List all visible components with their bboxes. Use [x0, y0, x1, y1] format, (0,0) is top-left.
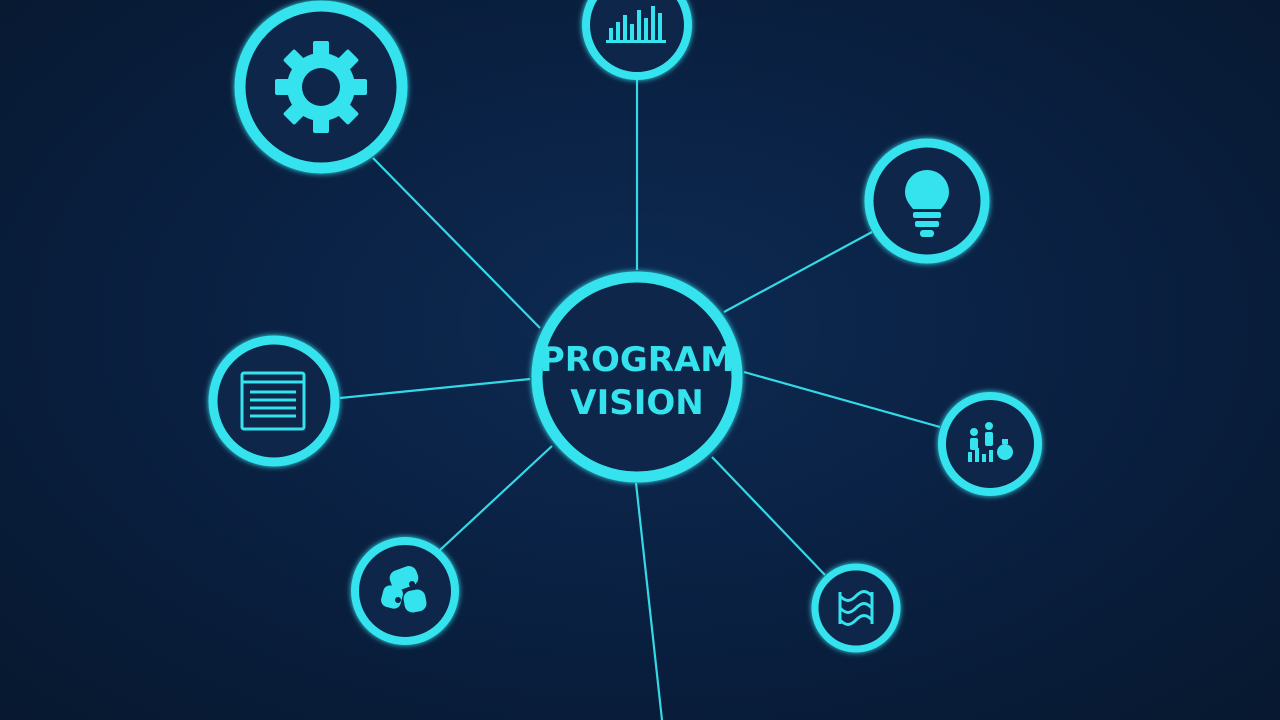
- connector-gear: [372, 157, 541, 329]
- node-ring: [351, 537, 459, 645]
- hub-node: PROGRAM VISION: [531, 271, 743, 483]
- connector-lines: [339, 78, 941, 720]
- node-people: [938, 392, 1042, 496]
- dna-icon: [838, 590, 874, 626]
- connector-document: [339, 377, 531, 400]
- hub-title-line1: PROGRAM: [540, 340, 734, 380]
- hub-ring: [531, 271, 743, 483]
- connector-bulb: [723, 231, 873, 313]
- gear-icon: [275, 41, 367, 133]
- node-puzzle: [351, 537, 459, 645]
- lightbulb-icon: [905, 170, 949, 237]
- node-gear: [234, 0, 408, 174]
- connector-dna: [711, 456, 826, 576]
- node-document: [208, 335, 340, 467]
- bar-chart-icon: [606, 6, 666, 43]
- node-chart: [582, 0, 692, 80]
- node-bulb: [864, 138, 990, 264]
- hub-title-line2: VISION: [570, 383, 703, 423]
- connector-people: [743, 370, 941, 429]
- puzzle-network-icon: [381, 566, 427, 613]
- connector-bottom: [634, 482, 664, 720]
- node-dna: [811, 563, 901, 653]
- document-window-icon: [240, 371, 306, 431]
- people-money-icon: [968, 422, 1013, 462]
- connector-puzzle: [439, 445, 553, 551]
